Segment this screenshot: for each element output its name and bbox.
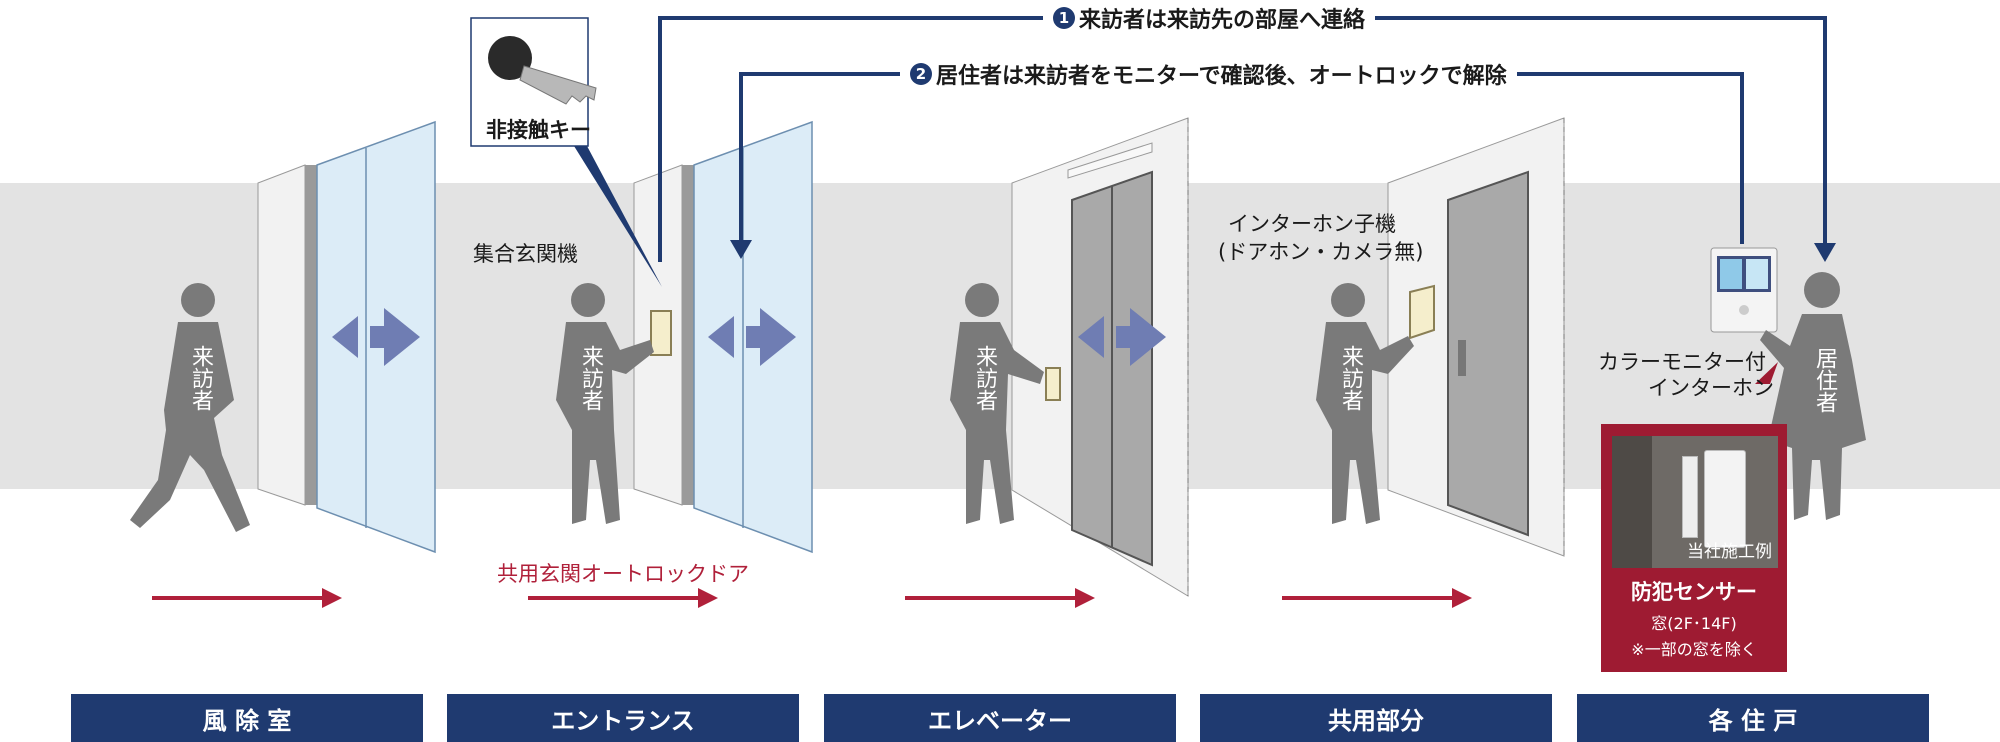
flow-arrowhead-1 — [1814, 243, 1836, 262]
resident-label: 居住者 — [1807, 340, 1837, 420]
step-2-label: 2 居住者は来訪者をモニターで確認後、オートロックで解除 — [900, 60, 1517, 89]
visitor-label-text: 来訪者 — [188, 345, 213, 411]
monitor-intercom — [1710, 247, 1778, 333]
sensor-line-2: ※一部の窓を除く — [1631, 640, 1757, 659]
section-common-area: 共用部分 — [1200, 694, 1552, 742]
sensor-device-icon — [1682, 456, 1698, 538]
monitor-callout-pointer — [1755, 362, 1778, 384]
sensor-photo-caption: 当社施工例 — [1687, 542, 1772, 562]
visitor-figure-unit — [1316, 283, 1414, 524]
sensor-photo: 当社施工例 — [1612, 436, 1778, 568]
slide-arrow-elevator — [1078, 308, 1166, 366]
step-2-number: 2 — [910, 63, 932, 85]
section-each-unit: 各 住 戸 — [1577, 694, 1929, 742]
key-icon — [488, 36, 597, 105]
visitor-label-text: 来訪者 — [1338, 345, 1363, 411]
progress-arrows — [152, 588, 1472, 608]
visitor-label-3: 来訪者 — [967, 338, 997, 418]
sensor-title: 防犯センサー — [1631, 580, 1757, 604]
elevator — [1011, 117, 1189, 597]
monitor-label-1: カラーモニター付 — [1598, 350, 1766, 374]
step-1-text: 来訪者は来訪先の部屋へ連絡 — [1079, 8, 1366, 33]
visitor-figure-elevator — [950, 283, 1044, 524]
visitor-label-4: 来訪者 — [1333, 338, 1363, 418]
sensor-device-icon-2 — [1704, 450, 1746, 548]
slide-arrow-entrance — [708, 308, 796, 366]
visitor-label-text: 来訪者 — [972, 345, 997, 411]
section-entrance: エントランス — [447, 694, 799, 742]
step-1-number: 1 — [1053, 7, 1075, 29]
visitor-label-2: 来訪者 — [573, 338, 603, 418]
sensor-photo-frame — [1612, 436, 1652, 568]
visitor-figure-walking — [130, 283, 250, 532]
visitor-figure-entrance — [556, 283, 654, 524]
unit-door — [1387, 117, 1565, 557]
slide-arrow-windbreak — [332, 308, 420, 366]
monitor-label-2: インターホン — [1648, 376, 1774, 400]
intercom-sub-label-1: インターホン子機 — [1228, 212, 1396, 236]
autolock-door-label: 共用玄関オートロックドア — [497, 562, 749, 586]
resident-figure — [1760, 272, 1866, 520]
entrance-panel-label: 集合玄関機 — [473, 242, 578, 266]
intercom-sub-label-2: (ドアホン・カメラ無) — [1218, 240, 1424, 264]
sensor-line-1: 窓(2F･14F) — [1651, 614, 1737, 633]
step-1-label: 1 来訪者は来訪先の部屋へ連絡 — [1043, 4, 1376, 33]
entrance-panel — [650, 310, 672, 356]
section-windbreak: 風 除 室 — [71, 694, 423, 742]
key-label: 非接触キー — [486, 118, 591, 142]
section-elevator: エレベーター — [824, 694, 1176, 742]
resident-label-text: 居住者 — [1812, 347, 1837, 413]
step-2-text: 居住者は来訪者をモニターで確認後、オートロックで解除 — [936, 64, 1507, 89]
visitor-label-text: 来訪者 — [578, 345, 603, 411]
visitor-label-1: 来訪者 — [183, 338, 213, 418]
flow-arrowhead-2 — [730, 240, 752, 259]
